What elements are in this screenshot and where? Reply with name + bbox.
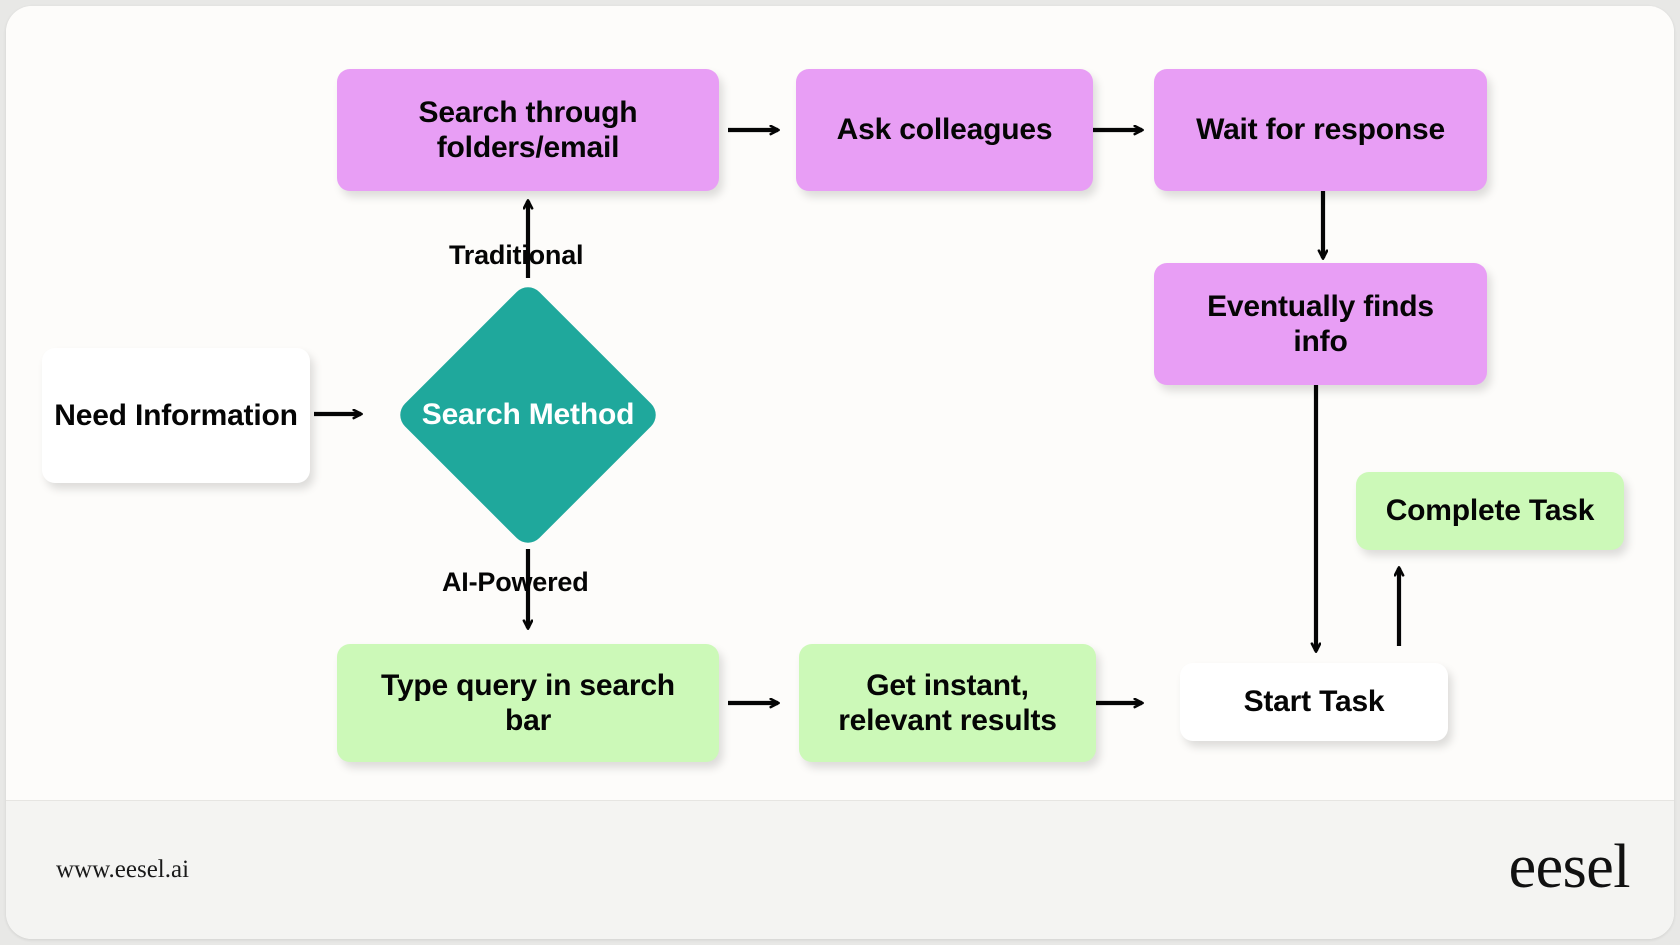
node-wait-for-response[interactable]: Wait for response: [1154, 69, 1487, 191]
node-search-method-label: Search Method: [421, 398, 635, 432]
node-need-information-label: Need Information: [54, 398, 298, 432]
diagram-card: Need Information Search Method Tradition…: [6, 6, 1674, 939]
node-ask-colleagues[interactable]: Ask colleagues: [796, 69, 1093, 191]
eesel-logo: eesel: [1508, 833, 1631, 901]
node-need-information[interactable]: Need Information: [42, 348, 310, 483]
node-start-task-label: Start Task: [1243, 685, 1385, 719]
flowchart-canvas: Need Information Search Method Tradition…: [6, 6, 1674, 800]
edge-label-ai-powered: AI-Powered: [442, 567, 589, 597]
node-search-through-folders-label: Search through folders/email: [418, 95, 638, 164]
node-start-task[interactable]: Start Task: [1180, 663, 1448, 741]
node-get-instant-results-label: Get instant, relevant results: [838, 668, 1057, 737]
node-eventually-finds-info-label: Eventually finds info: [1207, 289, 1434, 358]
node-eventually-finds-info[interactable]: Eventually finds info: [1154, 263, 1487, 385]
node-search-through-folders[interactable]: Search through folders/email: [337, 69, 719, 191]
node-wait-for-response-label: Wait for response: [1196, 113, 1445, 147]
node-ask-colleagues-label: Ask colleagues: [836, 113, 1053, 147]
edge-label-traditional: Traditional: [449, 240, 584, 270]
node-search-method-decision[interactable]: Search Method: [393, 280, 663, 550]
node-complete-task-label: Complete Task: [1385, 494, 1595, 528]
node-type-query[interactable]: Type query in search bar: [337, 644, 719, 762]
node-get-instant-results[interactable]: Get instant, relevant results: [799, 644, 1096, 762]
footer-url[interactable]: www.eesel.ai: [56, 856, 190, 883]
footer-bar: www.eesel.ai eesel: [6, 800, 1674, 939]
node-type-query-label: Type query in search bar: [381, 668, 675, 737]
node-complete-task[interactable]: Complete Task: [1356, 472, 1624, 550]
